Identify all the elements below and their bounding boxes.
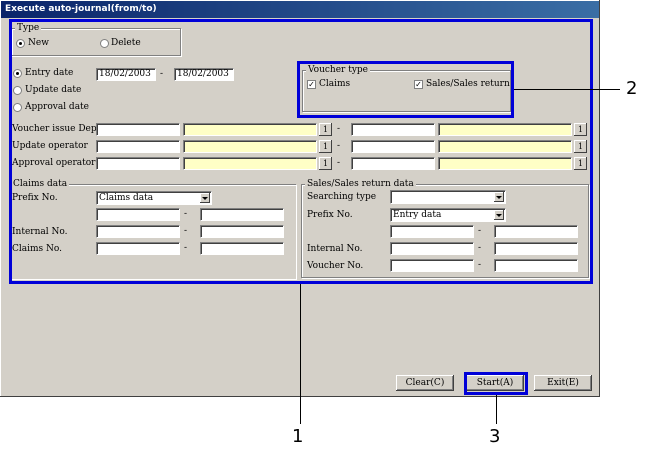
claims-internal-label: Internal No. [12,227,68,237]
voucher-type-group [302,70,511,112]
date-to-field[interactable]: 18/02/2003 [174,68,234,81]
callout-line-1 [300,284,301,424]
sales-internal-separator: - [478,243,482,253]
update-op-to-code[interactable] [351,140,435,153]
chevron-down-icon[interactable] [494,210,504,220]
sales-checkbox[interactable]: ✓ [414,80,423,89]
claims-prefix-to[interactable] [200,208,284,221]
sales-voucher-separator: - [478,260,482,270]
approval-date-label: Approval date [25,102,90,112]
callout-number-1: 1 [292,426,304,447]
voucher-type-label: Voucher type [306,65,371,75]
approval-op-to-lookup-button[interactable]: 1 [574,157,587,170]
sales-voucher-label: Voucher No. [307,261,364,271]
update-op-separator: - [337,141,341,151]
claims-data-label: Claims data [11,179,70,189]
approval-op-to-name [438,157,572,170]
claims-checkbox[interactable]: ✓ [307,80,316,89]
claims-no-from[interactable] [96,242,180,255]
clear-button[interactable]: Clear(C) [396,375,454,391]
type-new-label: New [28,38,49,48]
sales-data-group [301,184,589,278]
sales-internal-from[interactable] [390,242,474,255]
claims-internal-from[interactable] [96,225,180,238]
approval-operator-label: Approval operator [12,158,96,168]
date-separator: - [160,69,164,79]
entry-date-label: Entry date [25,68,74,78]
update-operator-label: Update operator [12,141,88,151]
approval-op-from-code[interactable] [96,157,180,170]
sales-prefix-label: Prefix No. [307,210,353,220]
voucher-issue-dept-label: Voucher issue Dept [12,124,101,134]
update-op-to-name [438,140,572,153]
claims-internal-to[interactable] [200,225,284,238]
type-new-radio[interactable] [16,39,25,48]
dept-to-lookup-button[interactable]: 1 [574,123,587,136]
callout-line-3 [496,395,497,424]
update-op-from-lookup-button[interactable]: 1 [319,140,332,153]
sales-data-label: Sales/Sales return data [305,179,416,189]
sales-prefix-from[interactable] [390,225,474,238]
type-delete-label: Delete [111,38,141,48]
entry-date-radio[interactable] [13,69,22,78]
dept-to-name [438,123,572,136]
sales-internal-label: Internal No. [307,244,363,254]
claims-prefix-label: Prefix No. [12,193,58,203]
sales-searching-select[interactable] [390,190,506,204]
callout-number-2: 2 [626,78,638,99]
approval-op-separator: - [337,158,341,168]
claims-no-to[interactable] [200,242,284,255]
claims-prefix-select[interactable]: Claims data [96,191,212,205]
dept-from-name [183,123,317,136]
start-button[interactable]: Start(A) [466,375,524,391]
date-from-field[interactable]: 18/02/2003 [96,68,156,81]
update-op-from-name [183,140,317,153]
sales-voucher-from[interactable] [390,259,474,272]
dept-from-lookup-button[interactable]: 1 [319,123,332,136]
claims-checkbox-label: Claims [319,79,351,89]
claims-no-separator: - [184,243,188,253]
dept-from-code[interactable] [96,123,180,136]
approval-op-from-name [183,157,317,170]
update-date-label: Update date [25,85,82,95]
callout-number-3: 3 [489,426,501,447]
claims-prefix-value: Claims data [99,193,154,203]
sales-prefix-separator: - [478,226,482,236]
sales-prefix-to[interactable] [494,225,578,238]
claims-internal-separator: - [184,226,188,236]
exit-button[interactable]: Exit(E) [534,375,592,391]
sales-prefix-select[interactable]: Entry data [390,208,506,222]
sales-searching-label: Searching type [307,192,377,202]
highlight-box-main [9,19,593,284]
claims-prefix-separator: - [184,209,188,219]
sales-prefix-value: Entry data [393,210,442,220]
claims-prefix-from[interactable] [96,208,180,221]
type-delete-radio[interactable] [100,39,109,48]
update-op-from-code[interactable] [96,140,180,153]
approval-op-from-lookup-button[interactable]: 1 [319,157,332,170]
highlight-box-start [464,372,528,395]
claims-no-label: Claims No. [12,244,63,254]
sales-checkbox-label: Sales/Sales return [426,79,510,89]
callout-line-2 [514,89,620,90]
approval-op-to-code[interactable] [351,157,435,170]
update-date-radio[interactable] [13,86,22,95]
approval-date-radio[interactable] [13,103,22,112]
dept-to-code[interactable] [351,123,435,136]
update-op-to-lookup-button[interactable]: 1 [574,140,587,153]
dept-separator: - [337,124,341,134]
window-title: Execute auto-journal(from/to) [1,1,599,18]
sales-voucher-to[interactable] [494,259,578,272]
chevron-down-icon[interactable] [494,192,504,202]
type-group-label: Type [15,23,42,33]
highlight-box-voucher-type [297,61,514,118]
chevron-down-icon[interactable] [200,193,210,203]
sales-internal-to[interactable] [494,242,578,255]
claims-data-group [9,184,296,279]
